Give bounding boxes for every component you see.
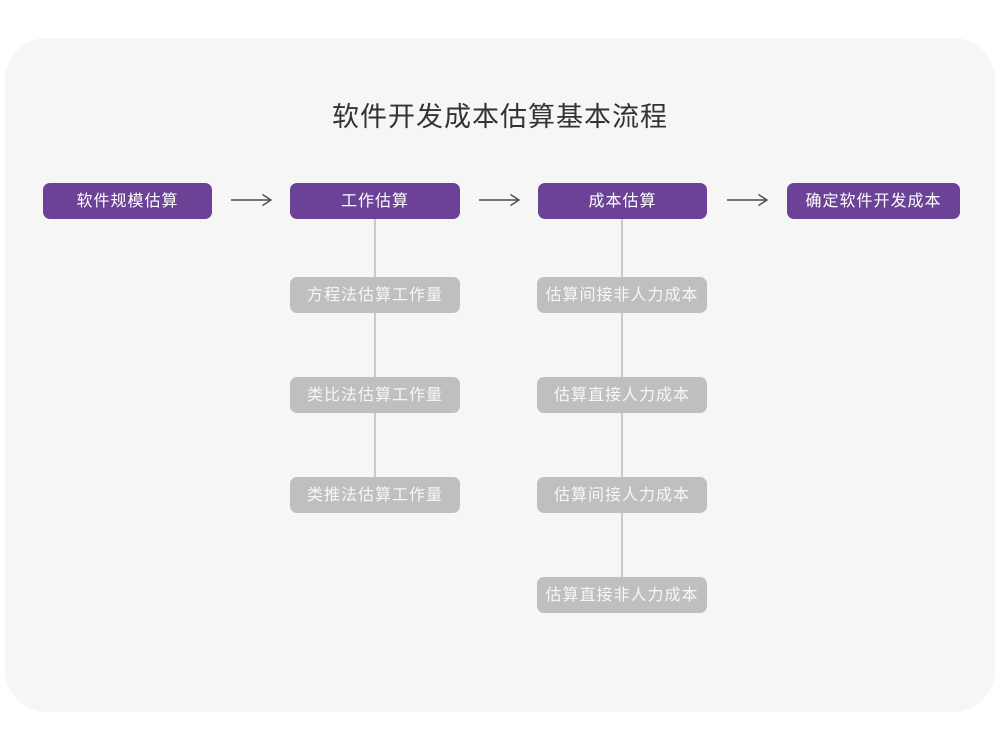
method-node-direct-non-labor-cost: 估算直接非人力成本 — [537, 577, 707, 613]
method-node-direct-labor-cost: 估算直接人力成本 — [537, 377, 707, 413]
flow-arrow-icon — [726, 192, 770, 208]
flow-node-cost-estimation: 成本估算 — [538, 183, 707, 219]
flow-node-determine-development-cost: 确定软件开发成本 — [787, 183, 960, 219]
method-node-equation-method: 方程法估算工作量 — [290, 277, 460, 313]
method-node-indirect-labor-cost: 估算间接人力成本 — [537, 477, 707, 513]
diagram-title: 软件开发成本估算基本流程 — [332, 102, 668, 133]
method-node-analogy-method: 类比法估算工作量 — [290, 377, 460, 413]
method-node-extrapolation-method: 类推法估算工作量 — [290, 477, 460, 513]
work-column-connector-line — [374, 218, 376, 477]
method-node-indirect-non-labor-cost: 估算间接非人力成本 — [537, 277, 707, 313]
flow-arrow-icon — [478, 192, 522, 208]
diagram-card — [5, 38, 995, 712]
flow-arrow-icon — [230, 192, 274, 208]
flow-node-software-scale-estimation: 软件规模估算 — [43, 183, 212, 219]
flow-node-work-estimation: 工作估算 — [290, 183, 460, 219]
